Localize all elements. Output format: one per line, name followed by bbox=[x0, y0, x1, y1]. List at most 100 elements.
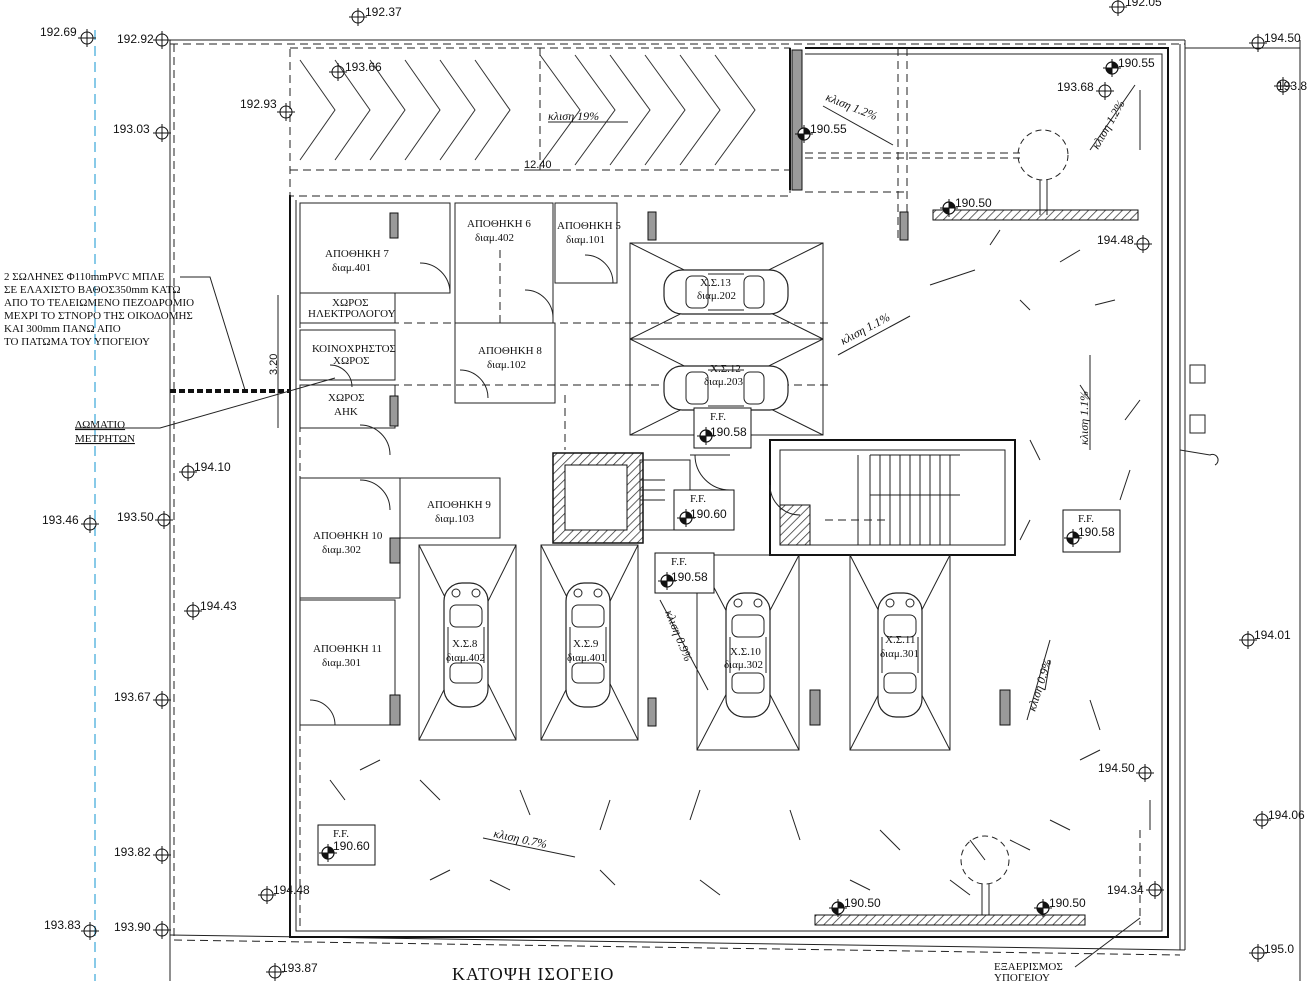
level-marker: 193.90 bbox=[114, 920, 172, 940]
level-marker: 194.06 bbox=[1252, 808, 1305, 830]
ff-level-box: F.F. 190.58 bbox=[1062, 509, 1121, 553]
vent-label-2: ΥΠΟΓΕΙΟΥ bbox=[994, 972, 1050, 981]
room-label: ΑΠΟΘΗΚΗ 10 bbox=[313, 530, 383, 542]
svg-text:190.50: 190.50 bbox=[844, 896, 881, 910]
svg-text:F.F.: F.F. bbox=[1078, 513, 1094, 525]
pipe-note-line-2: ΣΕ ΕΛΑΧΙΣΤΟ ΒΑΘΟΣ350mm ΚΑΤΩ bbox=[4, 284, 181, 296]
room-sub: ΑΗΚ bbox=[334, 406, 358, 418]
level-marker: 193.8 bbox=[1273, 76, 1307, 96]
svg-text:193.46: 193.46 bbox=[42, 513, 79, 527]
svg-text:194.10: 194.10 bbox=[194, 460, 231, 474]
svg-text:194.50: 194.50 bbox=[1264, 31, 1301, 45]
svg-text:193.67: 193.67 bbox=[114, 690, 151, 704]
svg-text:193.87: 193.87 bbox=[281, 961, 318, 975]
dim-ramp-width: 12.40 bbox=[524, 159, 552, 171]
hook bbox=[1179, 449, 1219, 466]
svg-text:190.50: 190.50 bbox=[955, 196, 992, 210]
level-marker: 192.93 bbox=[240, 97, 296, 122]
parking-label: Χ.Σ.12 bbox=[710, 363, 741, 375]
svg-text:190.50: 190.50 bbox=[1049, 896, 1086, 910]
level-marker: 193.87 bbox=[265, 961, 318, 981]
slope-arrow bbox=[659, 599, 709, 691]
parking-sub: διαμ.302 bbox=[724, 659, 763, 671]
svg-text:194.06: 194.06 bbox=[1268, 808, 1305, 822]
pipe-note-line-1: 2 ΣΩΛΗΝΕΣ Φ110mmPVC ΜΠΛΕ bbox=[4, 271, 165, 283]
svg-text:192.05: 192.05 bbox=[1125, 0, 1162, 9]
pipe-note-line-3: ΑΠΟ ΤΟ ΤΕΛΕΙΩΜΕΝΟ ΠΕΖΟΔΡΟΜΙΟ bbox=[4, 297, 194, 309]
level-marker: 193.68 bbox=[1057, 80, 1115, 101]
ff-level-box: F.F. 190.58 bbox=[654, 552, 715, 594]
stair-core bbox=[552, 439, 1016, 556]
pipe-note-leader bbox=[180, 276, 246, 391]
vent-leader bbox=[1074, 917, 1141, 968]
slope-label: κλιση 1.2% bbox=[824, 90, 879, 123]
svg-text:194.34: 194.34 bbox=[1107, 883, 1144, 897]
room-label: ΧΩΡΟΣ bbox=[332, 297, 369, 309]
room-sub: διαμ.103 bbox=[435, 513, 475, 525]
room-sub: διαμ.401 bbox=[332, 262, 371, 274]
slope-arrow bbox=[837, 315, 911, 356]
svg-text:F.F.: F.F. bbox=[671, 556, 687, 568]
room-label: ΑΠΟΘΗΚΗ 11 bbox=[313, 643, 382, 655]
dim-room-height: 3.20 bbox=[268, 354, 280, 375]
parking-sub: διαμ.202 bbox=[697, 290, 736, 302]
level-marker: 193.03 bbox=[113, 122, 172, 143]
slope-arrow bbox=[1089, 84, 1136, 151]
room-sub: διαμ.302 bbox=[322, 544, 361, 556]
meter-room-label-1: ΔΩΜΑΤΙΟ bbox=[75, 419, 125, 431]
room-label: ΚΟΙΝΟΧΡΗΣΤΟΣ bbox=[312, 343, 396, 355]
svg-text:194.01: 194.01 bbox=[1254, 628, 1291, 642]
svg-text:190.55: 190.55 bbox=[810, 122, 847, 136]
room-label: ΑΠΟΘΗΚΗ 7 bbox=[325, 248, 389, 260]
svg-text:193.90: 193.90 bbox=[114, 920, 151, 934]
level-marker: 193.46 bbox=[42, 513, 100, 534]
parking-label: Χ.Σ.11 bbox=[885, 634, 915, 646]
level-marker: 193.50 bbox=[117, 510, 174, 530]
svg-text:192.69: 192.69 bbox=[40, 25, 77, 39]
pipe-note-line-6: ΤΟ ΠΑΤΩΜΑ ΤΟΥ ΥΠΟΓΕΙΟΥ bbox=[4, 336, 150, 348]
svg-text:190.58: 190.58 bbox=[1078, 525, 1115, 539]
svg-text:194.50: 194.50 bbox=[1098, 761, 1135, 775]
level-marker: 192.69 bbox=[40, 25, 97, 48]
ramp bbox=[289, 47, 803, 197]
level-marker: 190.55 bbox=[794, 122, 847, 144]
parking-sub: διαμ.401 bbox=[567, 652, 606, 664]
room-label: ΑΠΟΘΗΚΗ 9 bbox=[427, 499, 491, 511]
svg-text:193.03: 193.03 bbox=[113, 122, 150, 136]
level-marker: 190.55 bbox=[1102, 56, 1155, 78]
svg-text:192.92: 192.92 bbox=[117, 32, 154, 46]
room-sub: διαμ.301 bbox=[322, 657, 361, 669]
level-marker: 190.50 bbox=[939, 196, 992, 218]
room-sub: ΧΩΡΟΣ bbox=[333, 355, 370, 367]
level-marker: 193.83 bbox=[44, 918, 100, 941]
level-marker: 190.50 bbox=[828, 896, 881, 918]
drawing-title: ΚΑΤΟΨΗ ΙΣΟΓΕΙΟ bbox=[452, 964, 614, 981]
level-marker: 190.50 bbox=[1033, 896, 1086, 918]
room-sub: διαμ.101 bbox=[566, 234, 605, 246]
level-marker: 193.67 bbox=[114, 690, 172, 710]
svg-text:F.F.: F.F. bbox=[710, 411, 726, 423]
svg-text:190.60: 190.60 bbox=[690, 507, 727, 521]
plot-outline bbox=[169, 39, 1301, 981]
svg-text:F.F.: F.F. bbox=[690, 493, 706, 505]
parking-label: Χ.Σ.13 bbox=[700, 277, 731, 289]
svg-text:193.82: 193.82 bbox=[114, 845, 151, 859]
parking-label: Χ.Σ.9 bbox=[573, 638, 599, 650]
room-label: ΧΩΡΟΣ bbox=[328, 392, 365, 404]
level-marker: 195.0 bbox=[1248, 942, 1294, 963]
level-marker: 194.48 bbox=[1097, 233, 1153, 254]
level-marker: 192.37 bbox=[348, 5, 402, 27]
svg-text:193.68: 193.68 bbox=[1057, 80, 1094, 94]
svg-text:190.60: 190.60 bbox=[333, 839, 370, 853]
slope-label: κλιση 1.1% bbox=[838, 310, 892, 348]
level-marker: 194.50 bbox=[1248, 31, 1301, 53]
level-marker: 194.01 bbox=[1238, 628, 1291, 650]
svg-text:190.58: 190.58 bbox=[671, 570, 708, 584]
room-label: ΑΠΟΘΗΚΗ 8 bbox=[478, 345, 542, 357]
svg-text:195.0: 195.0 bbox=[1264, 942, 1294, 956]
room-sub: διαμ.102 bbox=[487, 359, 526, 371]
level-marker: 194.48 bbox=[257, 883, 310, 905]
room-sub: ΗΛΕΚΤΡΟΛΟΓΟΥ bbox=[308, 308, 396, 320]
svg-text:193.83: 193.83 bbox=[44, 918, 81, 932]
vent-label-1: ΕΞΑΕΡΙΣΜΟΣ bbox=[994, 961, 1063, 973]
